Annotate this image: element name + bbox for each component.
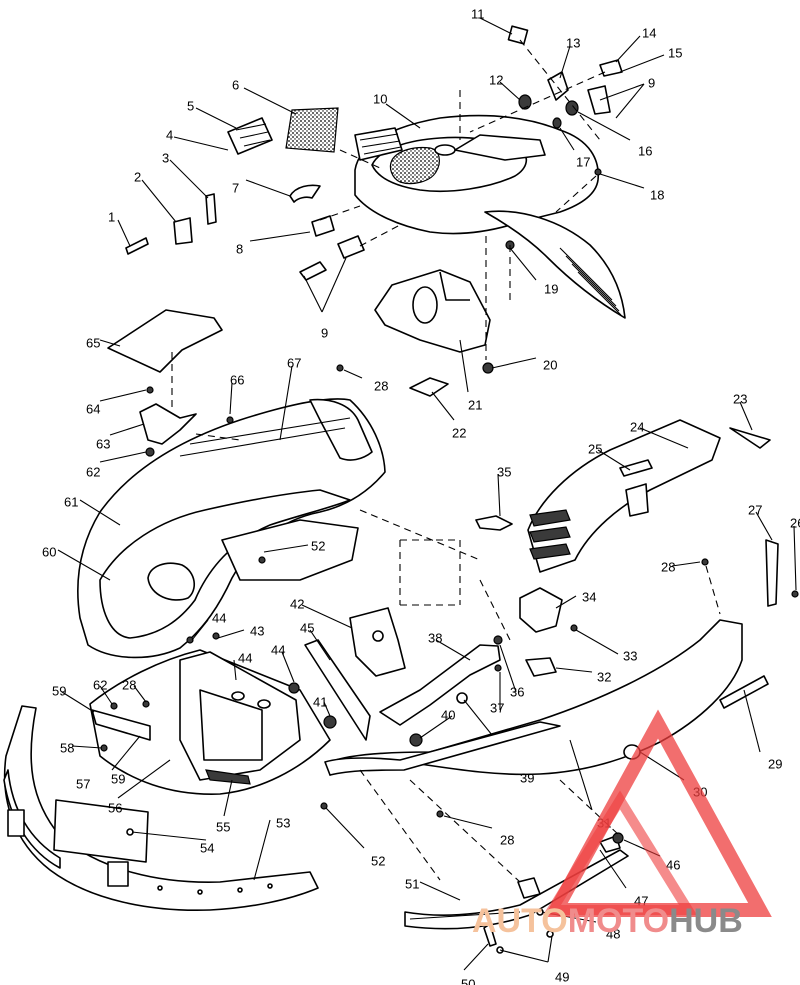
callout-11: 11 [471, 7, 485, 22]
left-top-brackets [107, 309, 241, 457]
callout-28: 28 [661, 560, 675, 575]
callout-23: 23 [733, 392, 747, 407]
callout-19: 19 [544, 282, 558, 297]
hood-top-part [354, 114, 600, 235]
callout-18: 18 [650, 188, 664, 203]
upper-leader-lines [117, 17, 665, 421]
watermark: AUTOMOTOHUB [472, 709, 772, 940]
callout-64: 64 [86, 402, 100, 417]
callout-43: 43 [250, 624, 264, 639]
callout-44: 44 [271, 643, 285, 658]
callout-28: 28 [374, 379, 388, 394]
callout-48: 48 [606, 927, 620, 942]
callout-42: 42 [290, 597, 304, 612]
watermark-text: AUTOMOTOHUB [472, 902, 743, 940]
callout-67: 67 [287, 356, 301, 371]
callout-29: 29 [768, 757, 782, 772]
hood-hardware [125, 25, 623, 397]
callout-32: 32 [597, 670, 611, 685]
callout-66: 66 [230, 373, 244, 388]
callout-44: 44 [238, 651, 252, 666]
lower-left-leaders [61, 619, 295, 881]
callout-50: 50 [461, 977, 475, 985]
callout-labels: 1234567891011121314159161718192021222324… [42, 7, 800, 985]
callout-27: 27 [748, 503, 762, 518]
callout-46: 46 [666, 858, 680, 873]
callout-9: 9 [648, 76, 655, 91]
callout-35: 35 [497, 465, 511, 480]
callout-15: 15 [668, 46, 682, 61]
front-bumper [3, 705, 319, 912]
callout-12: 12 [489, 73, 503, 88]
callout-7: 7 [232, 181, 239, 196]
callout-65: 65 [86, 336, 100, 351]
watermark-brand-part-1: AUTO [472, 902, 568, 940]
callout-45: 45 [300, 621, 314, 636]
left-side-panel [77, 398, 386, 659]
right-side-fairing [527, 419, 799, 615]
callout-49: 49 [555, 970, 569, 985]
callout-63: 63 [96, 437, 110, 452]
left-panel-leaders [57, 339, 363, 581]
callout-2: 2 [134, 170, 141, 185]
callout-4: 4 [166, 128, 173, 143]
callout-55: 55 [216, 820, 230, 835]
callout-59: 59 [52, 684, 66, 699]
callout-40: 40 [441, 708, 455, 723]
callout-10: 10 [373, 92, 387, 107]
callout-41: 41 [313, 695, 327, 710]
callout-17: 17 [576, 155, 590, 170]
callout-53: 53 [276, 816, 290, 831]
callout-28: 28 [500, 833, 514, 848]
callout-62: 62 [86, 465, 100, 480]
callout-20: 20 [543, 358, 557, 373]
callout-14: 14 [642, 26, 656, 41]
callout-33: 33 [623, 649, 637, 664]
callout-21: 21 [468, 398, 482, 413]
callout-59: 59 [111, 772, 125, 787]
hood-side-flap [484, 210, 626, 319]
callout-6: 6 [232, 78, 239, 93]
callout-13: 13 [566, 36, 580, 51]
callout-9: 9 [321, 326, 328, 341]
callout-25: 25 [588, 442, 602, 457]
upper-dashed-lines [319, 39, 606, 360]
callout-61: 61 [64, 495, 78, 510]
callout-5: 5 [187, 99, 194, 114]
callout-24: 24 [630, 420, 644, 435]
callout-34: 34 [582, 590, 596, 605]
watermark-brand-part-2: MOTO [568, 902, 669, 940]
callout-26: 26 [790, 516, 800, 531]
callout-36: 36 [510, 685, 524, 700]
watermark-logo [543, 709, 772, 917]
right-leaders [597, 401, 797, 591]
callout-16: 16 [638, 144, 652, 159]
callout-52: 52 [371, 854, 385, 869]
callout-60: 60 [42, 545, 56, 560]
callout-44: 44 [212, 611, 226, 626]
callout-3: 3 [162, 151, 169, 166]
callout-22: 22 [452, 426, 466, 441]
callout-56: 56 [108, 801, 122, 816]
callout-51: 51 [405, 877, 419, 892]
callout-54: 54 [200, 841, 214, 856]
callout-1: 1 [108, 210, 115, 225]
center-hood-brackets [304, 509, 578, 747]
callout-58: 58 [60, 741, 74, 756]
callout-28: 28 [122, 678, 136, 693]
callout-38: 38 [428, 631, 442, 646]
hood-support-bracket [374, 269, 491, 353]
callout-52: 52 [311, 539, 325, 554]
watermark-brand-part-3: HUB [669, 902, 743, 940]
callout-37: 37 [490, 701, 504, 716]
callout-39: 39 [520, 771, 534, 786]
front-grille [89, 632, 331, 795]
callout-62: 62 [93, 678, 107, 693]
callout-8: 8 [236, 242, 243, 257]
callout-57: 57 [76, 777, 90, 792]
